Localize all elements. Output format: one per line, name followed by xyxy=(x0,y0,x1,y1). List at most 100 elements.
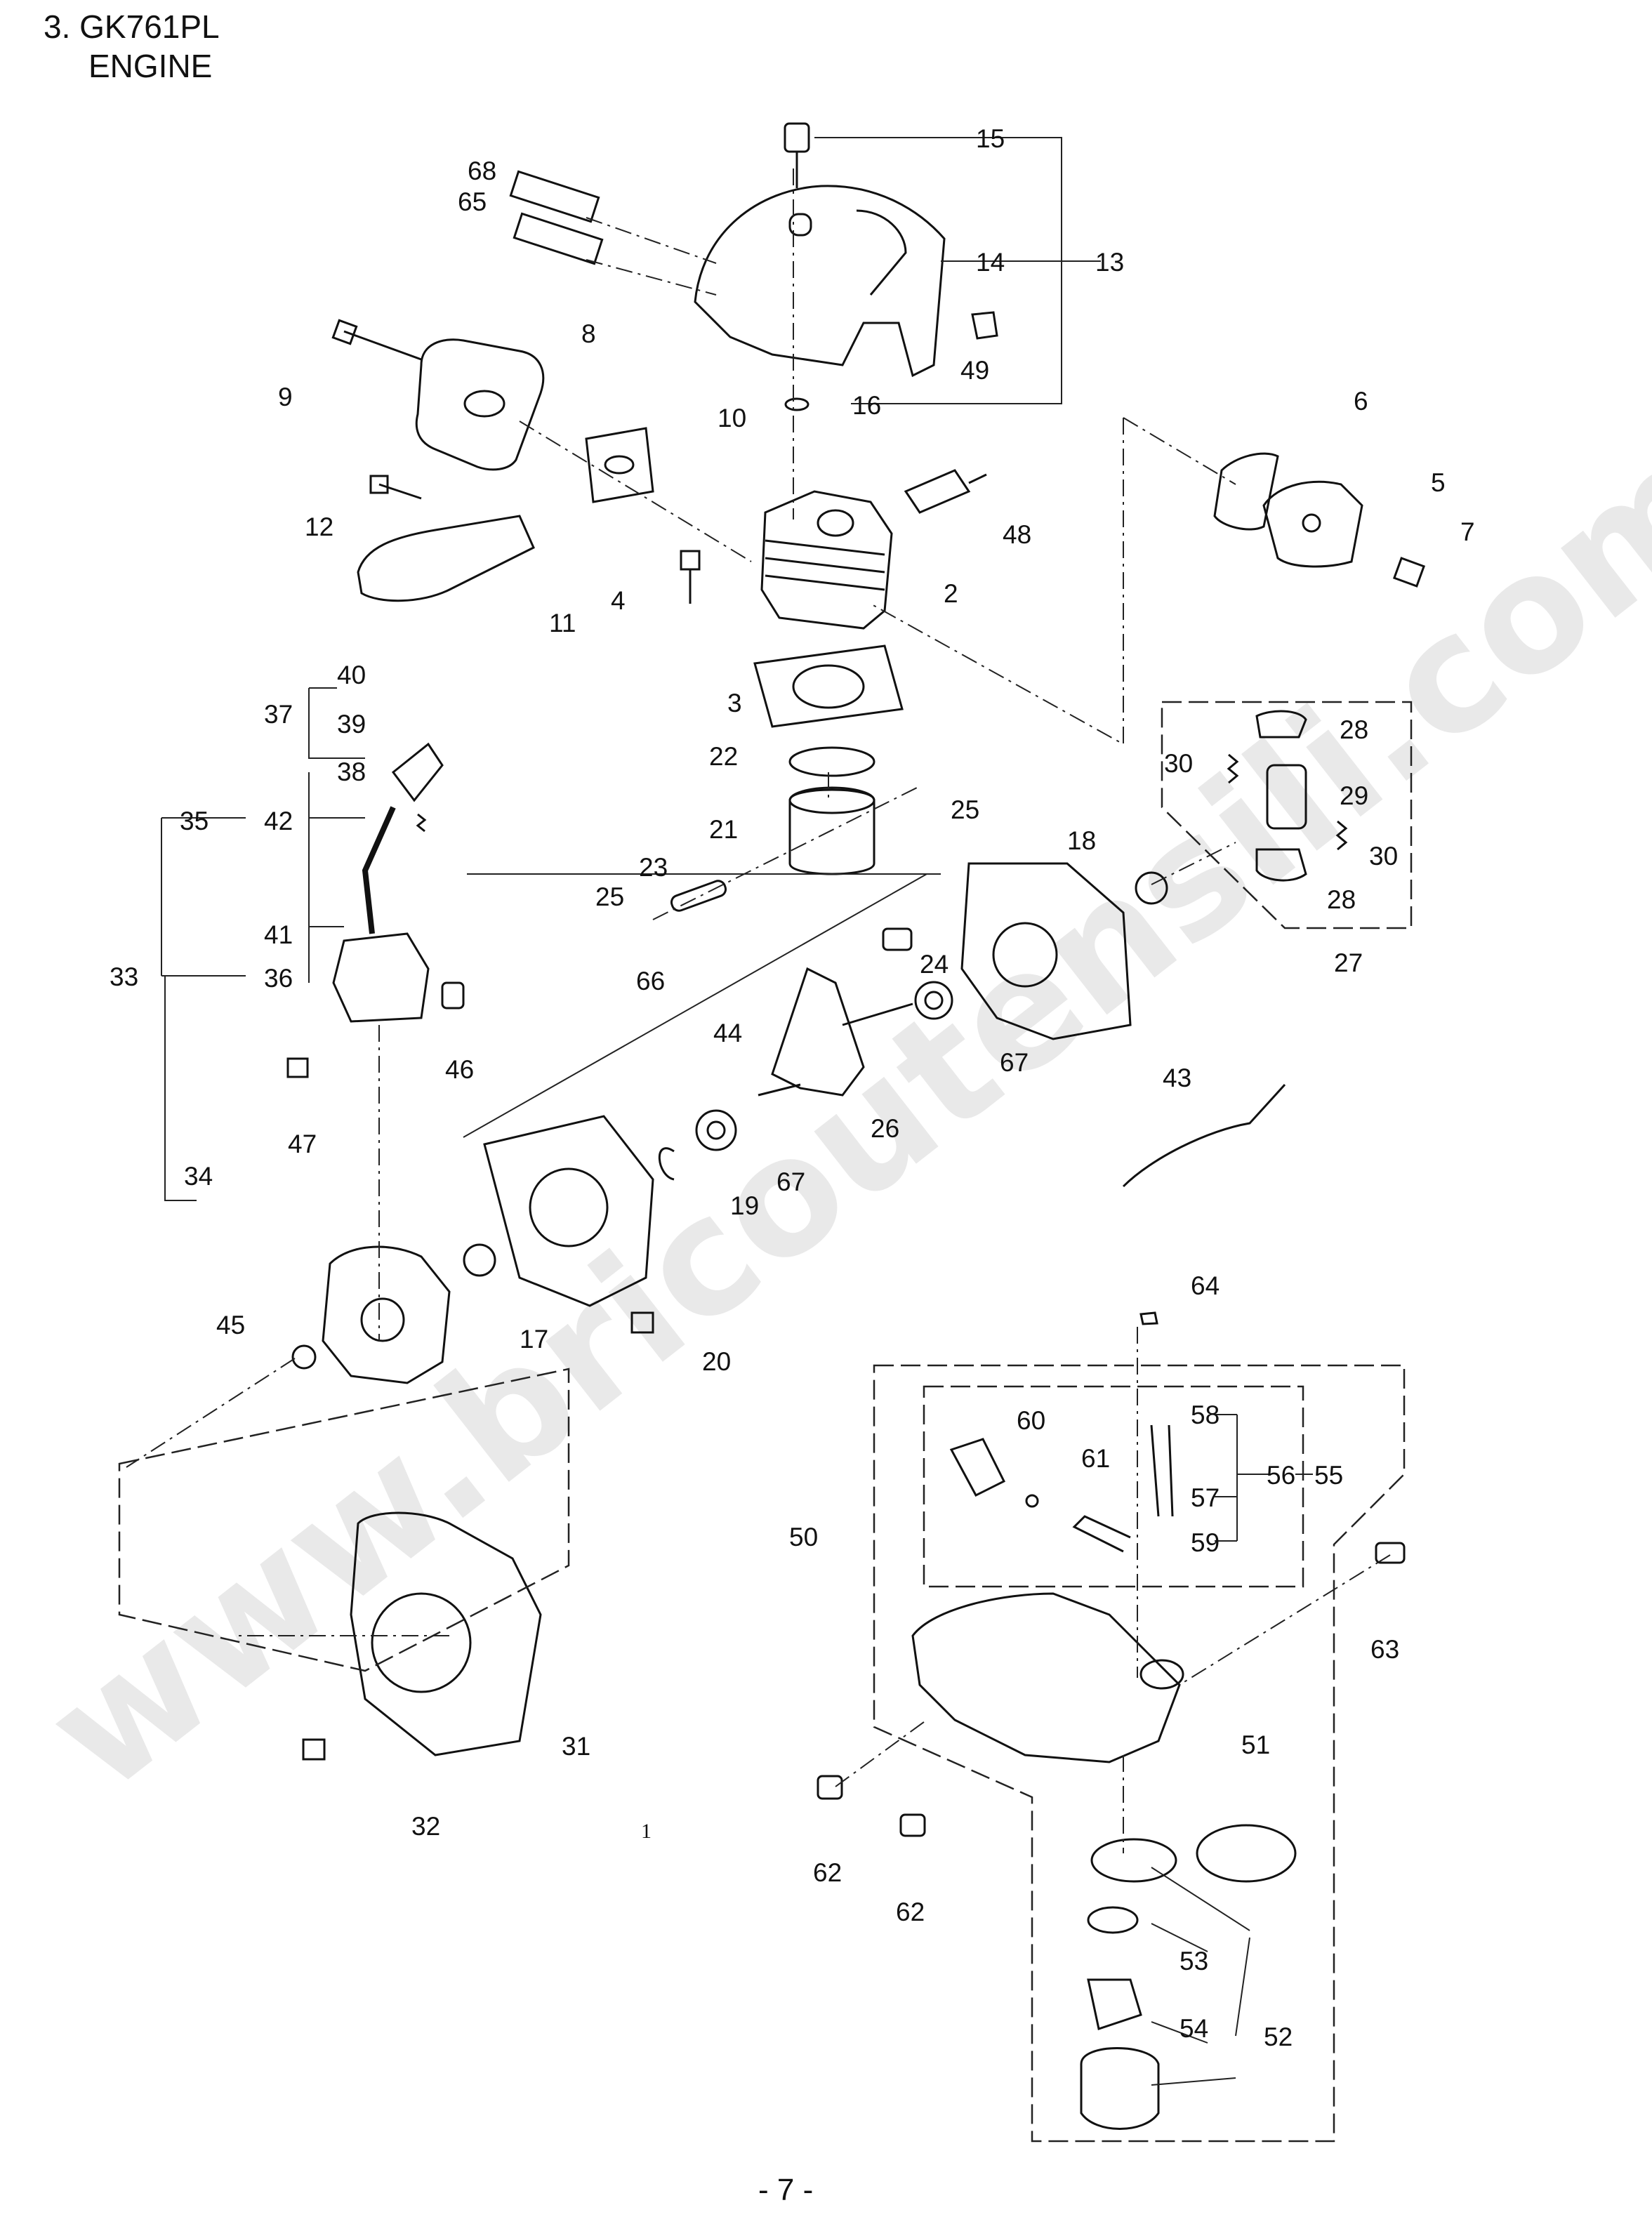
label-55: 55 xyxy=(1314,1461,1343,1490)
label-37: 37 xyxy=(264,700,293,729)
needle-bearing xyxy=(882,927,913,951)
label-11: 11 xyxy=(549,609,576,637)
title-model: 3. GK761PL xyxy=(44,8,220,45)
label-7: 7 xyxy=(1460,517,1475,546)
bolt-20 xyxy=(630,1311,654,1334)
label-29: 29 xyxy=(1340,781,1368,810)
clip-61 xyxy=(1025,1494,1039,1508)
label-63: 63 xyxy=(1370,1635,1399,1664)
leader-lines xyxy=(126,137,1391,2086)
label-26: 26 xyxy=(871,1114,899,1143)
bolt-32 xyxy=(302,1738,326,1761)
label-48: 48 xyxy=(1003,520,1031,549)
label-67a: 67 xyxy=(1000,1048,1029,1077)
label-22: 22 xyxy=(709,742,738,771)
fan-cover xyxy=(350,1511,542,1756)
label-50: 50 xyxy=(789,1523,818,1551)
filter-29 xyxy=(1266,764,1307,830)
fuel-pipe-58 xyxy=(1150,1424,1160,1517)
label-18: 18 xyxy=(1067,826,1096,855)
bolt-47 xyxy=(286,1057,309,1078)
label-2: 2 xyxy=(944,579,958,608)
circlip xyxy=(658,1147,675,1181)
bolt-7 xyxy=(1392,557,1426,588)
label-43: 43 xyxy=(1163,1064,1191,1092)
cylinder-cover xyxy=(694,185,946,378)
label-24: 24 xyxy=(920,950,949,979)
assembly-boxes xyxy=(118,701,1413,2143)
crankcase xyxy=(960,862,1132,1040)
fuel-filter xyxy=(949,1438,1006,1497)
label-34: 34 xyxy=(184,1162,213,1191)
label-35: 35 xyxy=(180,807,209,835)
label-10: 10 xyxy=(718,404,746,432)
title-section: ENGINE xyxy=(88,48,213,84)
label-32: 32 xyxy=(411,1812,440,1841)
label-47: 47 xyxy=(288,1130,317,1158)
bolt-15 xyxy=(784,122,810,153)
filter-top-28 xyxy=(1255,710,1307,739)
label-31: 31 xyxy=(562,1732,590,1761)
label-28a: 28 xyxy=(1340,715,1368,744)
label-45: 45 xyxy=(216,1311,245,1339)
piston-pin xyxy=(670,880,727,912)
box-27 xyxy=(1161,701,1413,929)
label-4: 4 xyxy=(611,586,626,615)
label-42: 42 xyxy=(264,807,293,835)
label-49: 49 xyxy=(960,356,989,385)
label-60: 60 xyxy=(1017,1406,1045,1435)
label-5: 5 xyxy=(1431,468,1446,497)
label-9: 9 xyxy=(278,383,293,411)
bearing-18 xyxy=(1135,871,1168,905)
label-25a: 25 xyxy=(951,795,979,824)
label-27: 27 xyxy=(1334,948,1363,977)
gasket-52 xyxy=(1090,1838,1177,1883)
label-39: 39 xyxy=(337,710,366,739)
label-58: 58 xyxy=(1191,1401,1220,1429)
label-65: 65 xyxy=(458,187,487,216)
gasket-6 xyxy=(1213,452,1279,531)
box-56 xyxy=(923,1385,1304,1588)
washer-16 xyxy=(784,397,810,411)
bearing-67a xyxy=(914,981,953,1020)
margin-mark: 1 xyxy=(641,1820,652,1843)
grommet-62b xyxy=(899,1813,926,1837)
label-67b: 67 xyxy=(777,1167,805,1196)
label-46: 46 xyxy=(445,1055,474,1084)
heat-shield xyxy=(357,515,535,602)
grommet-62a xyxy=(817,1775,843,1800)
label-68: 68 xyxy=(468,157,496,185)
label-30b: 30 xyxy=(1369,842,1398,871)
label-64: 64 xyxy=(1191,1271,1220,1300)
piston-ring xyxy=(788,746,875,777)
label-40: 40 xyxy=(337,661,366,689)
label-16: 16 xyxy=(852,391,881,420)
filter-bottom-28 xyxy=(1255,848,1307,882)
label-53: 53 xyxy=(1179,1947,1208,1975)
bolt-12 xyxy=(378,483,422,500)
label-44: 44 xyxy=(713,1019,742,1047)
box-50 xyxy=(873,1364,1406,2143)
label-3: 3 xyxy=(727,689,742,717)
air-cleaner xyxy=(1262,480,1363,568)
bolt-9 xyxy=(343,330,422,361)
piston xyxy=(788,788,875,875)
bearing-67b xyxy=(695,1109,737,1151)
grommet-63 xyxy=(1375,1542,1406,1564)
label-30a: 30 xyxy=(1164,749,1193,778)
page-number: - 7 - xyxy=(758,2173,814,2207)
label-14: 14 xyxy=(976,248,1005,277)
part-labels: 15 14 13 68 65 49 16 8 9 10 12 11 48 2 4… xyxy=(110,124,1475,2051)
spring-30a xyxy=(1227,753,1239,784)
label-52: 52 xyxy=(1264,2023,1293,2051)
page-title: 3. GK761PL ENGINE xyxy=(44,7,220,86)
flywheel xyxy=(322,1245,451,1384)
label-12: 12 xyxy=(305,512,333,541)
label-8: 8 xyxy=(581,319,596,348)
washer-53 xyxy=(1087,1906,1139,1934)
fuel-pipe-59 xyxy=(1072,1515,1131,1553)
spring-39 xyxy=(416,813,427,833)
label-13: 13 xyxy=(1095,248,1124,277)
spark-plug xyxy=(904,469,971,514)
